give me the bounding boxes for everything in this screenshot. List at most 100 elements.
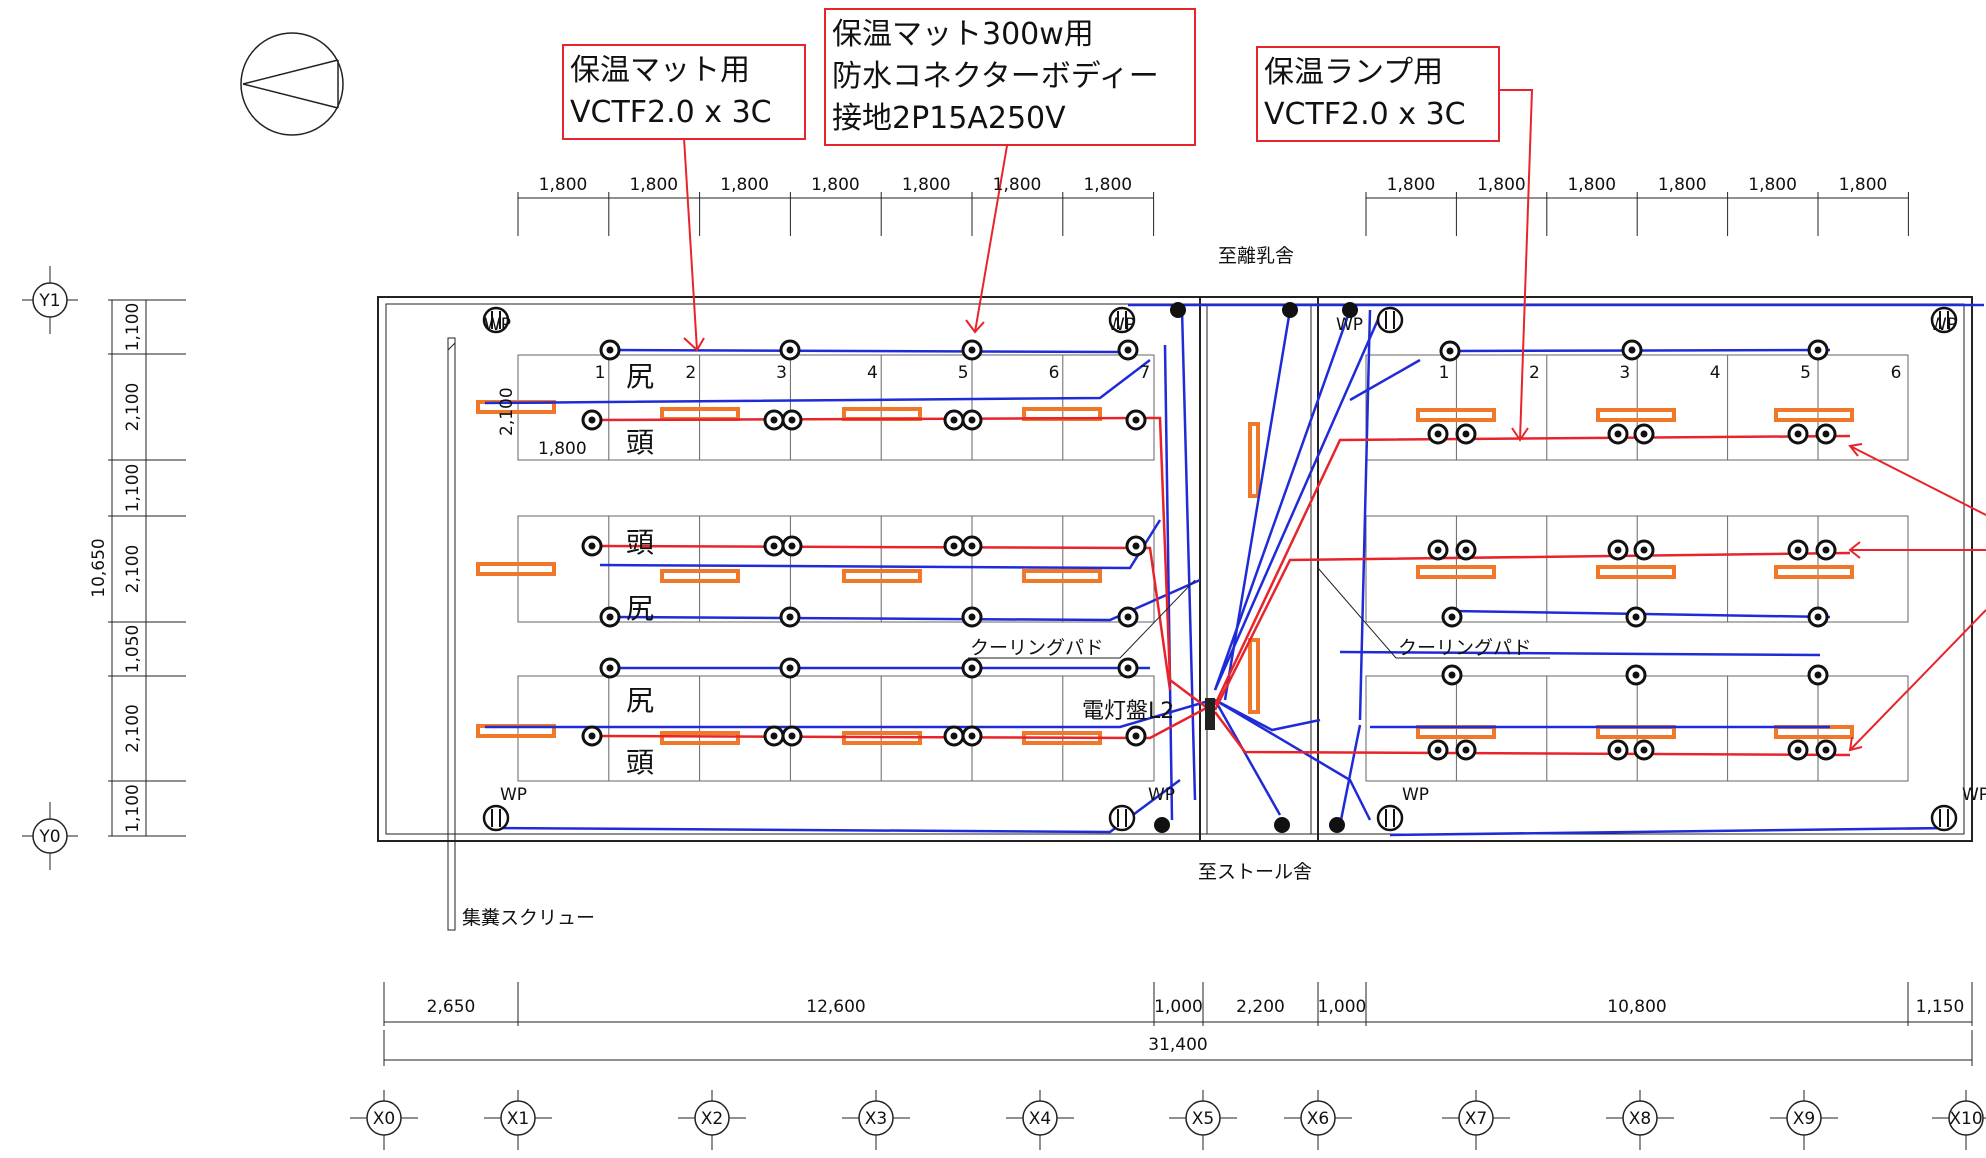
outlet-core <box>1794 746 1802 754</box>
dim-text: 12,600 <box>806 997 865 1017</box>
dim-text: 1,800 <box>1658 175 1707 195</box>
heat-mat <box>476 562 556 576</box>
screw-label: 集糞スクリュー <box>462 907 595 929</box>
dim-text: 1,800 <box>1748 175 1797 195</box>
outlet-core <box>1434 546 1442 554</box>
outlet-core <box>770 542 778 550</box>
junction-dot <box>1282 302 1298 318</box>
outlet-core <box>1640 430 1648 438</box>
wp-mark: WP <box>1402 785 1429 805</box>
pen-number: 1 <box>1439 363 1450 383</box>
head-label: 頭 <box>626 426 654 459</box>
heat-mat <box>660 569 740 583</box>
callout-leaders <box>683 89 1986 752</box>
lighting-panel <box>1205 698 1215 730</box>
outlet-core <box>1462 430 1470 438</box>
outlet-core <box>1822 546 1830 554</box>
outlet-core <box>606 613 614 621</box>
callout-line: 保温マット300w用 <box>832 17 1094 52</box>
callout-line: 防水コネクターボディー <box>832 59 1159 94</box>
axis-label: X0 <box>373 1109 395 1129</box>
pen-number: 5 <box>958 363 969 383</box>
outlet-core <box>788 732 796 740</box>
dim-text: 1,050 <box>123 625 143 674</box>
outlet-core <box>1628 346 1636 354</box>
outlet-core <box>770 416 778 424</box>
pen-number: 3 <box>776 363 787 383</box>
outlet-core <box>968 542 976 550</box>
heat-mat <box>1416 408 1496 422</box>
manure-screw <box>447 337 456 931</box>
outlet-core <box>1124 346 1132 354</box>
outlet-core <box>1814 671 1822 679</box>
outlet-core <box>788 416 796 424</box>
pen-number: 3 <box>1619 363 1630 383</box>
outlet-core <box>786 664 794 672</box>
butt-label: 尻 <box>626 360 654 393</box>
heat-mat <box>842 569 922 583</box>
outlet-core <box>1640 746 1648 754</box>
outlet-core <box>1822 430 1830 438</box>
heat-lamp-icon <box>482 804 510 832</box>
axis-label: X8 <box>1629 1109 1651 1129</box>
outlet-core <box>1794 430 1802 438</box>
pen-number: 6 <box>1049 363 1060 383</box>
to-milking-label: 至離乳舎 <box>1218 245 1294 267</box>
dim-text: 1,800 <box>539 175 588 195</box>
heat-mat <box>1022 569 1102 583</box>
pen-number: 6 <box>1891 363 1902 383</box>
mat-connector-callout: 保温マット300w用 防水コネクターボディー 接地2P15A250V <box>824 8 1196 146</box>
axis-label: X5 <box>1192 1109 1214 1129</box>
pen-number: 2 <box>685 363 696 383</box>
dim-text: 1,000 <box>1154 997 1203 1017</box>
outlet-core <box>1462 746 1470 754</box>
outlet-core <box>1124 613 1132 621</box>
cooling-pad-right-label: クーリングパド <box>1398 637 1532 659</box>
outlet-core <box>1446 347 1454 355</box>
outlet-core <box>1448 613 1456 621</box>
lamp-cable-callout: 保温ランプ用 VCTF2.0 x 3C <box>1256 46 1500 142</box>
heat-lamp-icon <box>1108 306 1136 334</box>
outlet-core <box>950 542 958 550</box>
dim-text: 2,100 <box>123 383 143 432</box>
dim-text: 1,800 <box>1839 175 1888 195</box>
outlet-core <box>1124 664 1132 672</box>
dim-text: 1,800 <box>1387 175 1436 195</box>
junction-dot <box>1154 817 1170 833</box>
heat-lamp-icon <box>482 306 510 334</box>
outlet-core <box>968 732 976 740</box>
outlet-core <box>588 416 596 424</box>
outlet-core <box>1614 746 1622 754</box>
total-dim-text: 31,400 <box>1148 1035 1207 1055</box>
outlet-core <box>606 664 614 672</box>
butt-label: 尻 <box>626 592 654 625</box>
axis-label: X6 <box>1307 1109 1329 1129</box>
outlet-core <box>968 613 976 621</box>
outlet-core <box>1632 671 1640 679</box>
outlet-core <box>588 732 596 740</box>
outlet-core <box>1794 546 1802 554</box>
butt-label: 尻 <box>626 684 654 717</box>
outlet-core <box>1434 746 1442 754</box>
pen-number: 7 <box>1139 363 1150 383</box>
junction-dot <box>1274 817 1290 833</box>
outlet-core <box>1640 546 1648 554</box>
heat-mat <box>1774 565 1854 579</box>
heat-mat <box>1774 408 1854 422</box>
outlet-core <box>1822 746 1830 754</box>
axis-label: Y1 <box>38 291 60 311</box>
junction-dot <box>1329 817 1345 833</box>
dim-text: 1,800 <box>811 175 860 195</box>
cooling-pad-left-label: クーリングパド <box>970 637 1104 659</box>
head-label: 頭 <box>626 526 654 559</box>
outlet-core <box>968 416 976 424</box>
building-outline <box>377 296 1973 842</box>
heat-mat <box>1416 565 1496 579</box>
pen-number: 1 <box>595 363 606 383</box>
outlet-core <box>968 346 976 354</box>
pen-row-left <box>517 354 1155 461</box>
heat-mat <box>660 731 740 745</box>
outlet-core <box>1132 542 1140 550</box>
